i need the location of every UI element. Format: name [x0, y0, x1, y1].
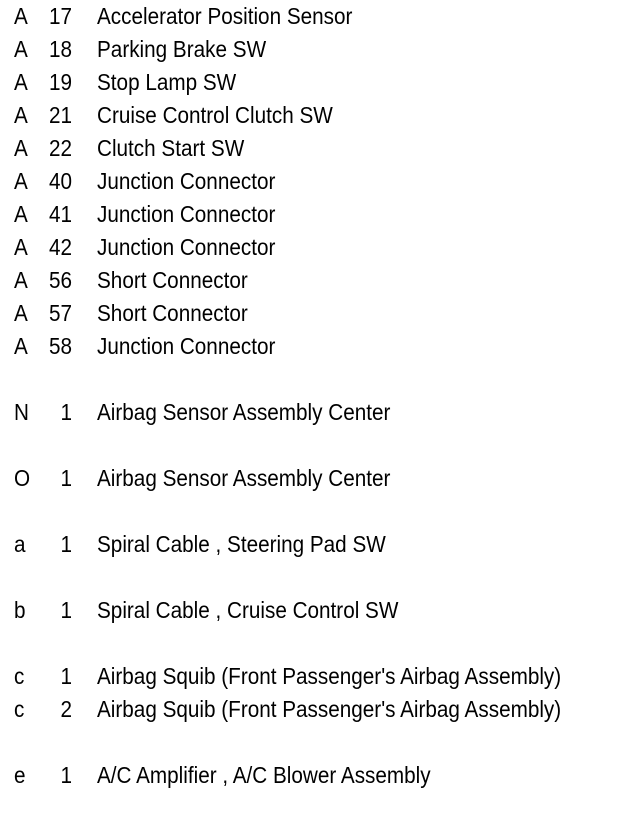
legend-row-number: 19	[48, 69, 72, 95]
legend-row-number: 1	[60, 663, 72, 689]
legend-row: c 2 Airbag Squib (Front Passenger's Airbag…	[0, 693, 640, 726]
legend-row-letter: N	[14, 399, 29, 425]
legend-row-number: 41	[48, 201, 72, 227]
legend-row-letter: A	[14, 36, 28, 62]
legend-row-letter: A	[14, 102, 28, 128]
legend-row: A 56 Short Connector	[0, 264, 640, 297]
legend-row: a 1 Spiral Cable , Steering Pad SW	[0, 528, 640, 561]
legend-row-description: Spiral Cable , Steering Pad SW	[97, 531, 386, 557]
legend-row-description: Parking Brake SW	[97, 36, 267, 62]
legend-row-letter: O	[14, 465, 31, 491]
legend-row-letter: A	[14, 267, 28, 293]
legend-row: A 40 Junction Connector	[0, 165, 640, 198]
legend-row-number: 21	[48, 102, 72, 128]
legend-row-number: 17	[48, 3, 72, 29]
legend-row-description: Short Connector	[97, 267, 248, 293]
legend-row-letter: A	[14, 201, 28, 227]
legend-row: A 42 Junction Connector	[0, 231, 640, 264]
legend-row-description: Junction Connector	[97, 168, 276, 194]
legend-row-letter: A	[14, 168, 28, 194]
legend-row-letter: A	[14, 69, 28, 95]
legend-row: A 18 Parking Brake SW	[0, 33, 640, 66]
legend-row-letter: a	[14, 531, 26, 557]
legend-row-letter: c	[14, 663, 25, 689]
legend-row: b 1 Spiral Cable , Cruise Control SW	[0, 594, 640, 627]
legend-row-letter: b	[14, 597, 26, 623]
legend-row: A 41 Junction Connector	[0, 198, 640, 231]
legend-row-description: Junction Connector	[97, 201, 276, 227]
legend-row: A 58 Junction Connector	[0, 330, 640, 363]
legend-row-letter: A	[14, 135, 28, 161]
legend-row-description: Junction Connector	[97, 333, 276, 359]
legend-row-number: 18	[48, 36, 72, 62]
legend-row: c 1 Airbag Squib (Front Passenger's Airbag…	[0, 660, 640, 693]
legend-row-description: Junction Connector	[97, 234, 276, 260]
legend-row-description: Airbag Sensor Assembly Center	[97, 465, 391, 491]
legend-row-description: Accelerator Position Sensor	[97, 3, 353, 29]
legend-row-description: A/C Amplifier , A/C Blower Assembly	[97, 762, 431, 788]
legend-row-description: Airbag Squib (Front Passenger's Airbag A…	[97, 663, 562, 689]
legend-row-letter: A	[14, 300, 28, 326]
legend-row-letter: c	[14, 696, 25, 722]
legend-row: A 19 Stop Lamp SW	[0, 66, 640, 99]
legend-row: A 22 Clutch Start SW	[0, 132, 640, 165]
legend-row-number: 22	[48, 135, 72, 161]
legend-row-letter: A	[14, 3, 28, 29]
legend-row: A 57 Short Connector	[0, 297, 640, 330]
legend-row-number: 58	[48, 333, 72, 359]
legend-row-letter: A	[14, 333, 28, 359]
legend-row-number: 42	[48, 234, 72, 260]
legend-row-number: 1	[60, 399, 72, 425]
legend-row-number: 1	[60, 531, 72, 557]
legend-row-number: 56	[48, 267, 72, 293]
legend-row-description: Clutch Start SW	[97, 135, 245, 161]
legend-row-number: 2	[60, 696, 72, 722]
legend-row: e 1 A/C Amplifier , A/C Blower Assembly	[0, 759, 640, 792]
legend-row-description: Airbag Squib (Front Passenger's Airbag A…	[97, 696, 562, 722]
legend-row: O 1 Airbag Sensor Assembly Center	[0, 462, 640, 495]
legend-row-description: Airbag Sensor Assembly Center	[97, 399, 391, 425]
legend-row: N 1 Airbag Sensor Assembly Center	[0, 396, 640, 429]
legend-row-description: Short Connector	[97, 300, 248, 326]
legend-row-letter: e	[14, 762, 26, 788]
legend-row-number: 57	[48, 300, 72, 326]
legend-row-number: 1	[60, 465, 72, 491]
legend-row-description: Cruise Control Clutch SW	[97, 102, 333, 128]
legend-row-description: Spiral Cable , Cruise Control SW	[97, 597, 399, 623]
legend-row-number: 1	[60, 762, 72, 788]
legend-row-description: Stop Lamp SW	[97, 69, 237, 95]
legend-row-number: 40	[48, 168, 72, 194]
legend-row: A 17 Accelerator Position Sensor	[0, 0, 640, 33]
legend-row-number: 1	[60, 597, 72, 623]
legend-row: A 21 Cruise Control Clutch SW	[0, 99, 640, 132]
legend-row-letter: A	[14, 234, 28, 260]
